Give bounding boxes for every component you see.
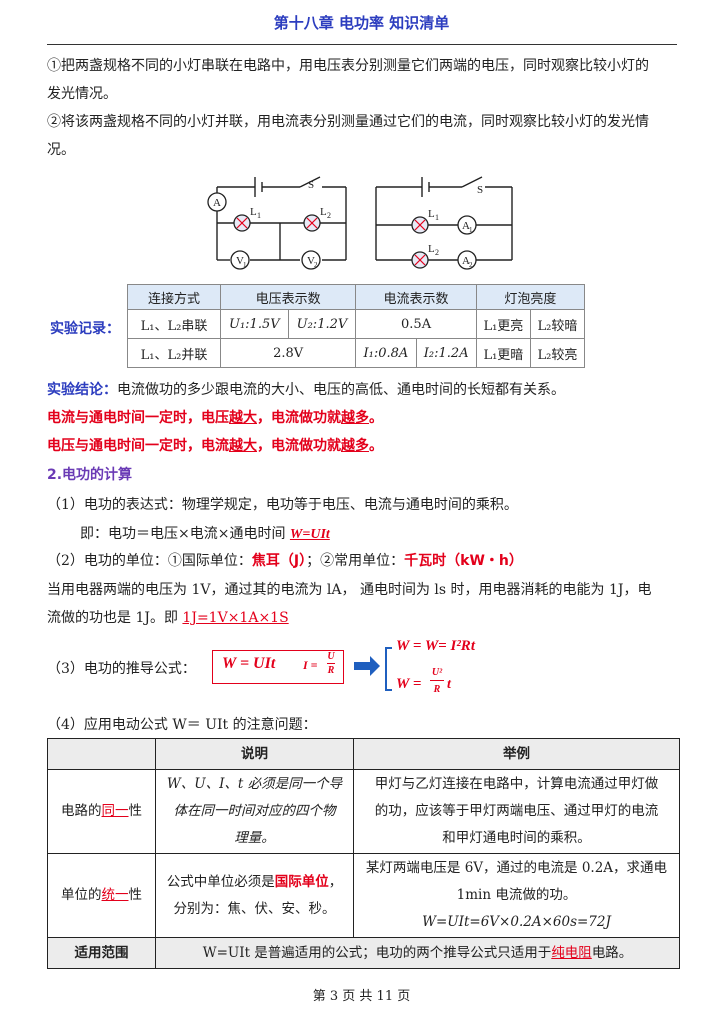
p1-line1: ①把两盏规格不同的小灯串联在电路中，用电压表分别测量它们两端的电压，同时观察比较… [47, 58, 649, 74]
row-label-same: 电路的同一性 [47, 769, 156, 854]
voltmeter2-label: V [307, 255, 315, 267]
item-2-line3: 流做的功也是 1J。即 1J=1V×1A×1S [47, 610, 289, 626]
header-rule [47, 44, 677, 45]
svg-text:1: 1 [243, 261, 247, 269]
paragraph-2: ②将该两盏规格不同的小灯并联，用电流表分别测量通过它们的电流，同时观察比较小灯的… [47, 108, 681, 164]
record-table: 连接方式 电压表示数 电流表示数 灯泡亮度 L₁、L₂串联 U₁:1.5V U₂… [127, 284, 586, 368]
ammeter-label: A [213, 197, 221, 209]
item-2: （2）电功的单位：①国际单位：焦耳（J）；②常用单位：千瓦时（kW・h） [47, 553, 523, 569]
svg-text:1: 1 [469, 226, 473, 234]
red-statement-2: 电压与通电时间一定时，电流越大，电流做功就越多。 [47, 438, 383, 454]
voltmeter1-label: V [236, 255, 244, 267]
scope-text: W=UIt 是普遍适用的公式；电功的两个推导公式只适用于纯电阻电路。 [155, 937, 680, 969]
scope-label: 适用范围 [47, 937, 156, 969]
p2-line2: 况。 [47, 142, 75, 158]
svg-text:1: 1 [257, 211, 261, 220]
item-3: （3）电功的推导公式： [47, 661, 196, 677]
arrow-icon [354, 647, 392, 691]
item-1b: 即：电功＝电压×电流×通电时间 W=UIt [80, 526, 330, 542]
lamp2-label: L [320, 206, 327, 218]
switch-label: S [308, 179, 314, 191]
item-1: （1）电功的表达式：物理学规定，电功等于电压、电流与通电时间的乘积。 [47, 497, 518, 513]
svg-text:2: 2 [469, 261, 473, 269]
svg-text:L: L [428, 243, 435, 255]
svg-text:2: 2 [435, 248, 439, 257]
page-header: 第十八章 电功率 知识清单 [273, 14, 450, 32]
svg-text:2: 2 [327, 211, 331, 220]
svg-text:2: 2 [314, 261, 318, 269]
conclusion: 实验结论：电流做功的多少跟电流的大小、电压的高低、通电时间的长短都有关系。 [47, 382, 565, 398]
p1-line2: 发光情况。 [47, 86, 117, 102]
paragraph-1: ①把两盏规格不同的小灯串联在电路中，用电压表分别测量它们两端的电压，同时观察比较… [47, 52, 681, 108]
lamp1-label: L [250, 206, 257, 218]
item-2-line2: 当用电器两端的电压为 1V，通过其的电流为 lA， 通电时间为 ls 时，用电器… [47, 582, 652, 598]
formula-wuit: W = UIt [222, 655, 276, 672]
formula-i2rt: W = W= I²Rt [396, 638, 475, 654]
svg-text:L: L [428, 208, 435, 220]
svg-text:S: S [477, 184, 483, 196]
section-2-title: 2.电功的计算 [47, 467, 133, 483]
record-label: 实验记录： [50, 321, 120, 337]
ammeter2-label: A [462, 255, 470, 267]
p2-line1: ②将该两盏规格不同的小灯并联，用电流表分别测量通过它们的电流，同时观察比较小灯的… [47, 114, 649, 130]
row-label-unit: 单位的统一性 [47, 853, 156, 938]
row2-desc: 公式中单位必须是国际单位， 分别为：焦、伏、安、秒。 [155, 853, 354, 938]
svg-text:1: 1 [435, 213, 439, 222]
row1-desc: W、U、I、t 必须是同一个导体在同一时间对应的四个物理量。 [155, 769, 354, 854]
derive-box [212, 650, 344, 684]
row1-example: 甲灯与乙灯连接在电路中，计算电流通过甲灯做的功，应该等于甲灯两端电压、通过甲灯的… [353, 769, 680, 854]
item-4: （4）应用电动公式 W＝ UIt 的注意问题： [47, 717, 317, 733]
page-footer: 第 3 页 共 11 页 [312, 989, 411, 1004]
notes-table: 说明 举例 电路的同一性 W、U、I、t 必须是同一个导体在同一时间对应的四个物… [47, 738, 680, 969]
ammeter1-label: A [462, 220, 470, 232]
formula-i: I = [303, 658, 318, 672]
red-statement-1: 电流与通电时间一定时，电压越大，电流做功就越多。 [47, 410, 383, 426]
